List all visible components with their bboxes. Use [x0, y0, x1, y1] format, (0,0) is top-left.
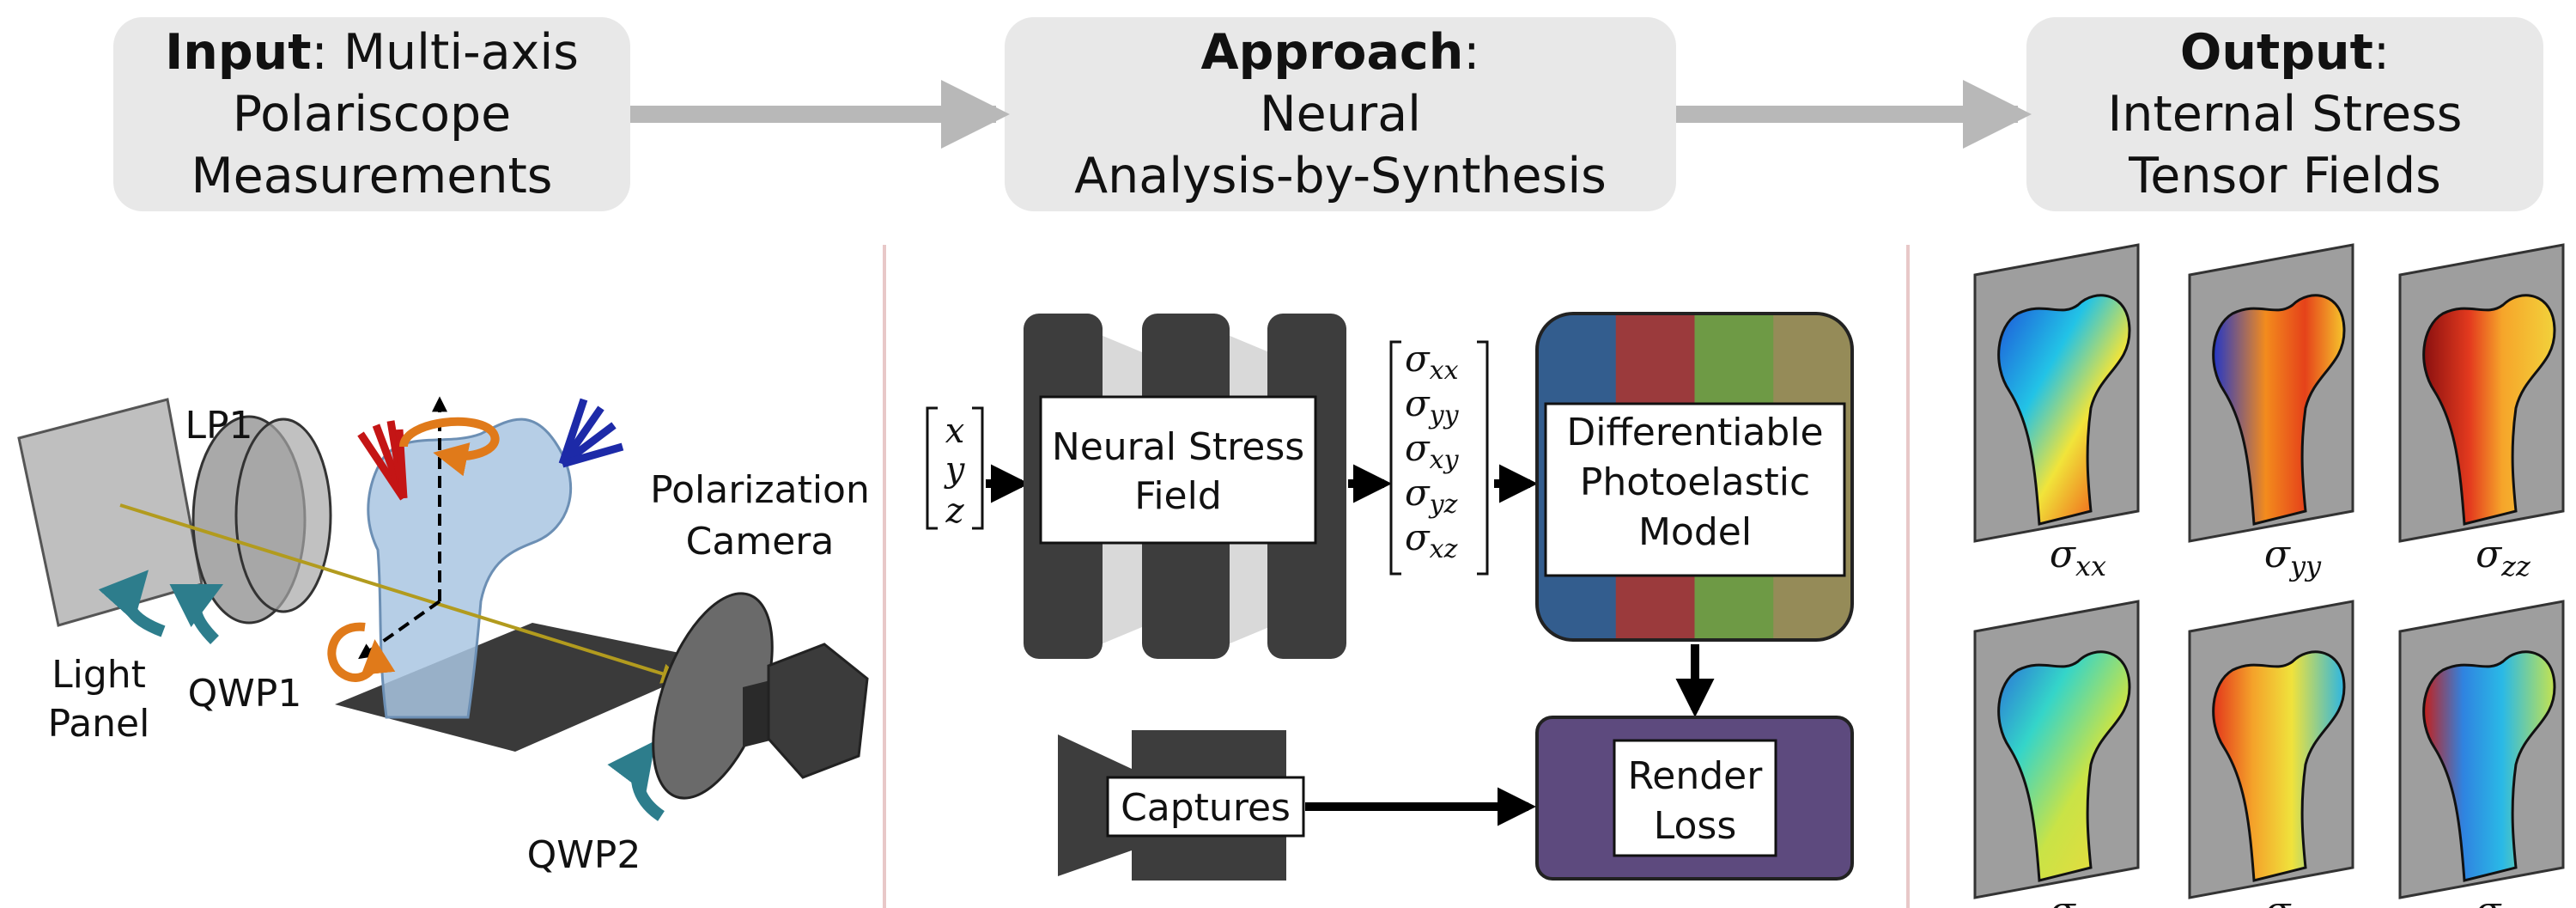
stress-field-zz	[2398, 243, 2565, 543]
input-header-line2: Polariscope	[232, 86, 512, 143]
sample-stage	[335, 623, 721, 752]
stress-field-xy	[1973, 600, 2140, 899]
model-label-box	[1544, 402, 1846, 577]
approach-header-line2: Neural	[1259, 86, 1422, 143]
stress-field-xx	[1973, 243, 2140, 543]
light-panel-illustration	[17, 398, 204, 627]
input-header-bold: Input	[165, 24, 312, 81]
femur-specimen	[367, 417, 573, 719]
stress-field-yz	[2188, 600, 2354, 899]
rotation-arrow-bottom	[327, 622, 396, 682]
output-label-xy: σxy	[2050, 889, 2107, 908]
qwp2-label: QWP2	[527, 833, 641, 877]
light-panel-label-1: Light	[52, 653, 146, 697]
output-label-yz: σyz	[2265, 889, 2322, 908]
rotation-arrow-top	[399, 417, 500, 477]
captures-label: Captures	[1121, 786, 1291, 830]
output-label-zz: σzz	[2476, 533, 2531, 582]
output-header-line2: Internal Stress	[2107, 86, 2463, 143]
stress-component-xy: σxy	[1405, 427, 1460, 475]
network-label-line2: Field	[1134, 474, 1222, 518]
approach-header-rest: :	[1463, 24, 1480, 81]
input-header-line3: Measurements	[191, 148, 553, 204]
stress-field-yy	[2188, 243, 2354, 543]
light-beam	[119, 503, 683, 684]
qwp1-rotation-arrow	[169, 583, 224, 644]
network-label-box	[1039, 395, 1317, 545]
input-y: y	[944, 450, 966, 490]
output-header-rest: :	[2372, 24, 2391, 81]
output-header: Output: Internal Stress Tensor Fields	[2026, 17, 2543, 211]
red-direction-arrows	[357, 420, 408, 501]
qwp1-disc	[234, 417, 332, 613]
captures-label-box	[1106, 776, 1305, 838]
output-header-line3: Tensor Fields	[2129, 148, 2441, 204]
stress-component-xx: σxx	[1405, 338, 1459, 386]
input-x: x	[945, 411, 965, 451]
output-label-xx: σxx	[2050, 533, 2106, 582]
output-label-yy: σyy	[2264, 533, 2322, 582]
qwp1-label: QWP1	[188, 672, 302, 716]
model-label-line1: Differentiable	[1566, 411, 1823, 454]
network-label-line1: Neural Stress	[1052, 425, 1304, 469]
photoelastic-model-block: Differentiable Photoelastic Model	[1535, 312, 1854, 642]
qwp2-rotation-arrow	[607, 740, 665, 821]
lp1-rotation-arrow	[98, 570, 166, 637]
input-header-rest: : Multi-axis	[311, 24, 579, 81]
captures-camera: Captures	[1058, 730, 1305, 881]
stress-component-yz: σyz	[1405, 472, 1458, 520]
input-z: z	[945, 491, 964, 531]
lp1-label: LP1	[185, 404, 252, 448]
model-label-line3: Model	[1638, 510, 1752, 554]
model-label-line2: Photoelastic	[1580, 460, 1810, 504]
polariscope-setup	[17, 396, 869, 821]
polarization-camera-label-1: Polarization	[650, 468, 870, 512]
loss-label-line2: Loss	[1654, 804, 1737, 848]
render-loss-block: Render Loss	[1535, 716, 1854, 881]
blue-direction-arrows	[558, 398, 624, 468]
input-header: Input: Multi-axis Polariscope Measuremen…	[113, 17, 630, 211]
light-panel-label-2: Panel	[48, 702, 150, 746]
camera-body	[767, 643, 869, 779]
loss-label-line1: Render	[1628, 754, 1764, 798]
approach-header: Approach: Neural Analysis-by-Synthesis	[1005, 17, 1676, 211]
neural-network-block: Neural Stress Field	[1024, 314, 1346, 659]
output-header-bold: Output	[2179, 24, 2373, 81]
stress-component-yy: σyy	[1405, 382, 1460, 430]
output-fields-grid: σxx σyy σzz σxy σyz σxz	[1973, 243, 2565, 908]
loss-label-box	[1613, 739, 1777, 857]
approach-header-line3: Analysis-by-Synthesis	[1074, 148, 1607, 204]
stress-component-xz: σxz	[1405, 516, 1458, 564]
approach-header-bold: Approach	[1200, 24, 1464, 81]
input-vector: x y z	[926, 406, 984, 531]
polarization-camera-label-2: Camera	[686, 520, 835, 564]
output-label-xz: σxz	[2476, 889, 2532, 908]
stress-field-xz	[2398, 600, 2565, 899]
